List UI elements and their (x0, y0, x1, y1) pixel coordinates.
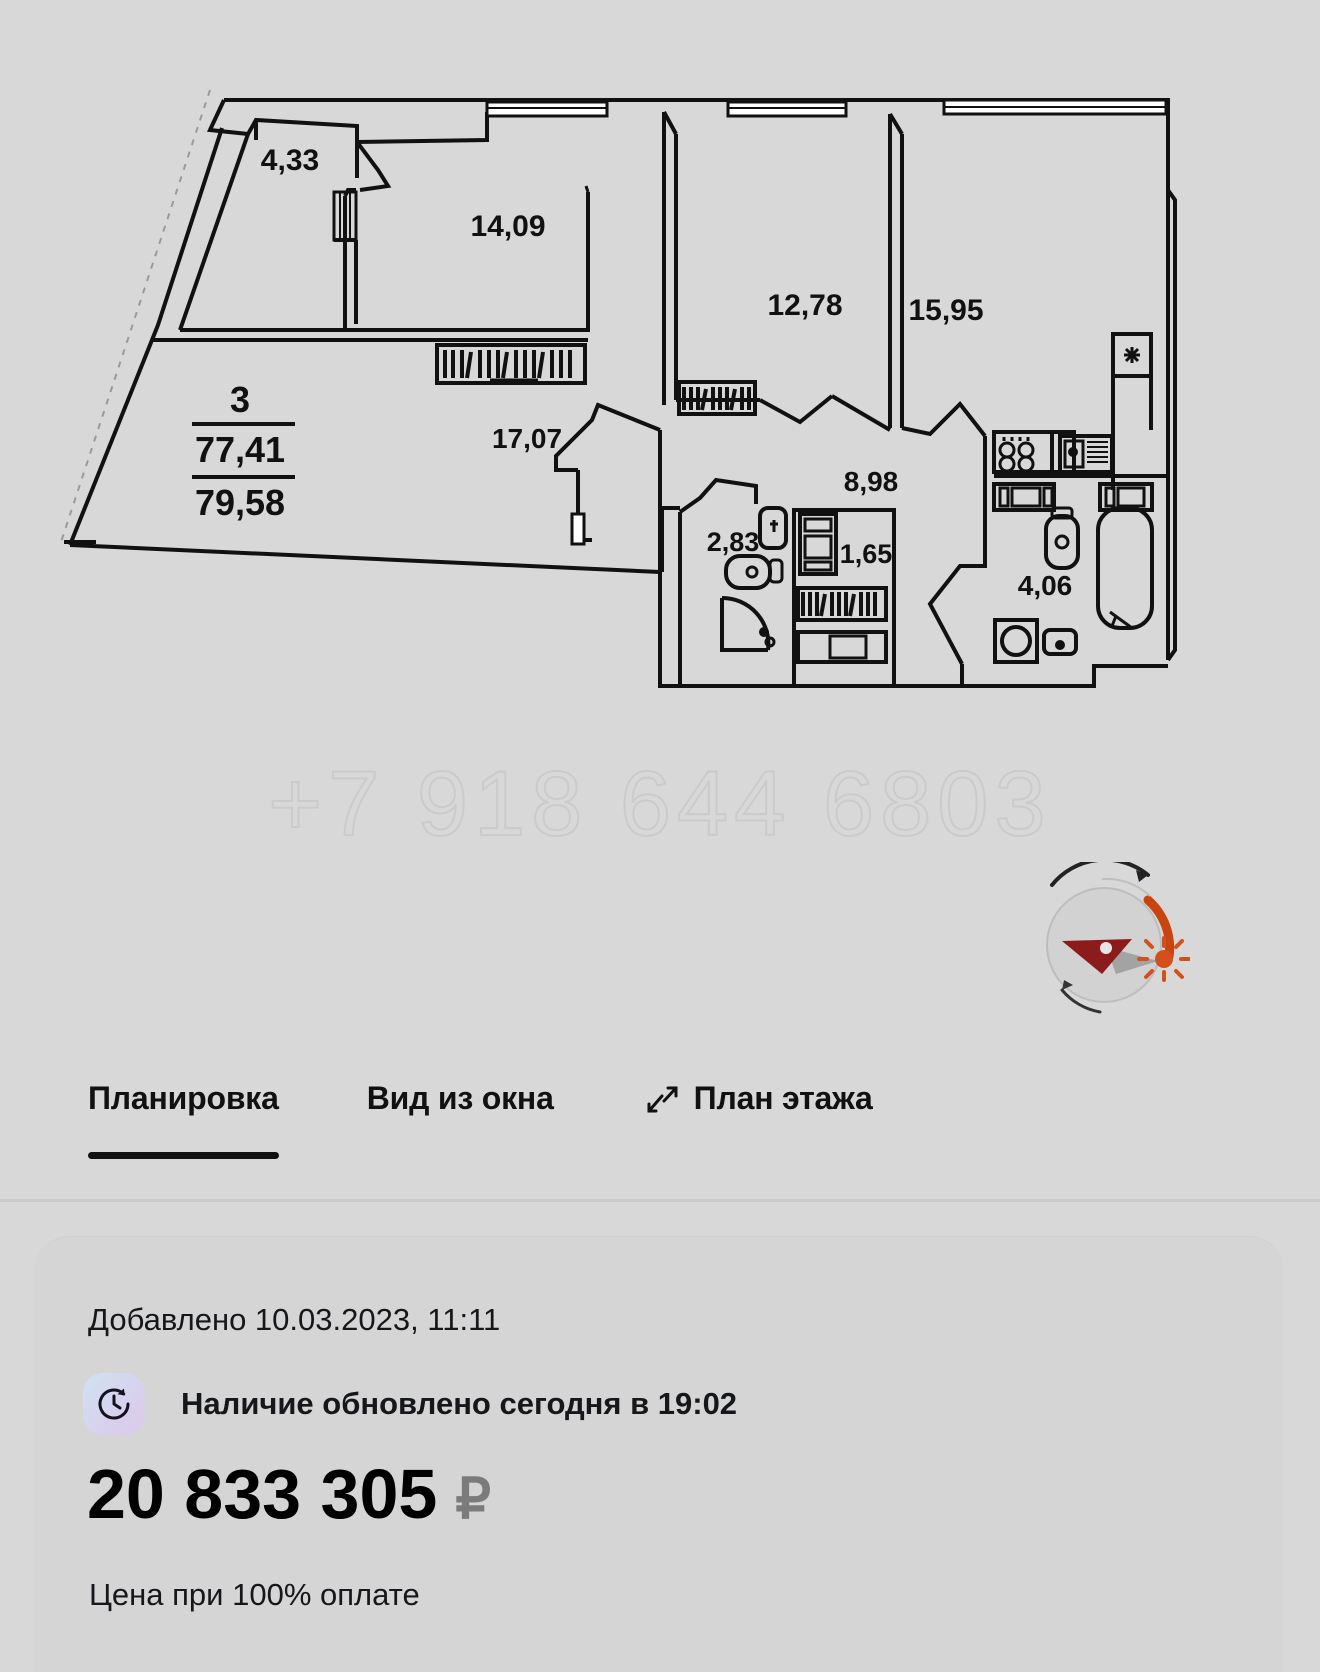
availability-row: Наличие обновлено сегодня в 19:02 (83, 1373, 737, 1435)
room-label-hallway: 8,98 (844, 466, 899, 497)
floor-plan-drawing: 3 77,41 79,58 4,33 14,09 12,78 15,95 17,… (59, 89, 1177, 688)
compass-rose-icon (1040, 857, 1191, 1022)
floor-plan-image[interactable]: 3 77,41 79,58 4,33 14,09 12,78 15,95 17,… (0, 0, 1320, 1040)
availability-label: Наличие обновлено сегодня в 19:02 (181, 1386, 738, 1421)
phone-watermark: +7 918 644 6803 (267, 752, 1052, 856)
room-label-closet: 1,65 (840, 539, 893, 569)
expand-diagonal-icon (642, 1083, 682, 1117)
added-date-label: Добавлено 10.03.2023, 11:11 (88, 1302, 501, 1337)
svg-text:3: 3 (230, 379, 250, 420)
apartment-area-badge: 3 77,41 79,58 (192, 379, 295, 523)
price-note: Цена при 100% оплате (89, 1577, 420, 1612)
room-label-bedroom-2: 12,78 (767, 289, 842, 322)
svg-text:77,41: 77,41 (195, 429, 285, 470)
price-value: 20 833 305 (87, 1455, 438, 1533)
listing-info-card: Добавлено 10.03.2023, 11:11 Наличие обно… (35, 1237, 1283, 1672)
tab-window-view[interactable]: Вид из окна (367, 1080, 554, 1117)
room-label-bedroom-1: 14,09 (470, 210, 545, 243)
room-label-bathroom: 4,06 (1018, 570, 1073, 601)
clock-refresh-icon (83, 1373, 145, 1435)
gallery-tabs: Планировка Вид из окна План этажа (0, 1048, 1320, 1159)
tab-layout[interactable]: Планировка (88, 1079, 279, 1159)
room-label-balcony: 4,33 (261, 144, 319, 177)
room-label-living-room: 17,07 (492, 423, 562, 454)
price-currency: ₽ (455, 1467, 491, 1530)
room-label-bedroom-3: 15,95 (908, 294, 983, 327)
tab-window-view-label: Вид из окна (366, 1079, 554, 1116)
price-row: 20 833 305 ₽ (87, 1459, 491, 1529)
tab-floor-plan-label: План этажа (693, 1079, 873, 1116)
tab-floor-plan[interactable]: План этажа (642, 1080, 873, 1117)
tab-active-indicator (88, 1151, 279, 1159)
room-label-wc: 2,83 (707, 527, 760, 557)
tab-layout-label: Планировка (88, 1079, 279, 1116)
svg-text:79,58: 79,58 (195, 482, 285, 523)
tabs-divider (0, 1199, 1320, 1202)
